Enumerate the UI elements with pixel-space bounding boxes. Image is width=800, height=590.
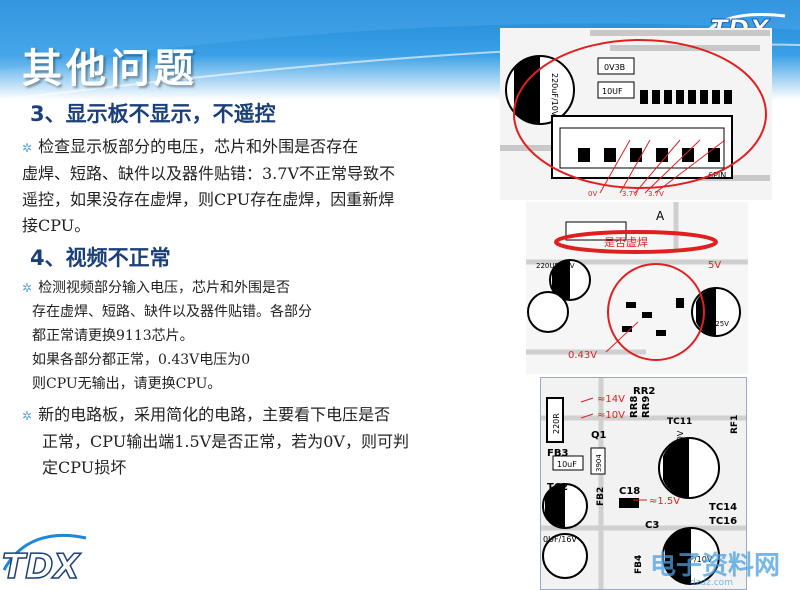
top-voltage-0: 0V xyxy=(588,190,597,198)
pcb-bottom-tc2: TC2 xyxy=(547,482,568,493)
top-connector-label: 6PIN xyxy=(708,171,726,180)
pcb-bottom-v15: ≈1.5V xyxy=(649,496,680,507)
pcb-bottom-tc14: TC14 xyxy=(709,502,737,513)
bullet-icon: ✲ xyxy=(22,409,33,423)
top-highlight-ellipse xyxy=(513,39,767,189)
pcb-bottom-3904: 3904 xyxy=(595,454,603,472)
pcb-mid-image: A 是否虚焊 220UF/16V 10/25V 5V 0.43V xyxy=(526,202,748,374)
mid-note: 是否虚焊 xyxy=(604,235,648,249)
mid-voltage-043: 0.43V xyxy=(568,350,597,361)
section4-b2-line1: 新的电路板，采用简化的电路，主要看下电压是否 xyxy=(38,405,391,424)
pcb-bottom-tc16: TC16 xyxy=(709,516,737,527)
bullet-icon: ✲ xyxy=(22,141,33,155)
top-voltage-1: 3.7V xyxy=(622,190,638,198)
pcb-bottom-tc11: TC11 xyxy=(667,417,692,427)
connector-shape xyxy=(551,115,733,179)
pcb-bottom-v14: ≈14V xyxy=(597,394,625,405)
svg-text:TDX: TDX xyxy=(2,547,81,587)
pcb-bottom-v10: ≈10V xyxy=(597,410,625,421)
mid-letter: A xyxy=(656,209,665,223)
top-voltage-2: 3.7V xyxy=(648,190,664,198)
section3-line2: 虚焊、短路、缺件以及器件贴错：3.7V不正常导致不 xyxy=(22,164,396,183)
tdx-logo-bottom-icon: TDX xyxy=(1,533,87,588)
bullet-icon: ✲ xyxy=(22,281,33,295)
pcb-bottom-q1: Q1 xyxy=(591,430,607,441)
pcb-top-image: 220uF/10V 0V3B 10UF 6PIN 0V 3.7V 3.7V xyxy=(500,28,772,200)
pcb-bottom-c18: C18 xyxy=(619,486,640,497)
slide-title: 其他问题 xyxy=(22,46,198,92)
section4-b2-line3: 定CPU损坏 xyxy=(42,458,127,477)
pcb-bottom-rr8: RR8 xyxy=(629,396,640,418)
section3-line3: 遥控，如果没存在虚焊，则CPU存在虚焊，因重新焊 xyxy=(22,190,395,209)
pcb-bottom-image: 220R FB3 Q1 RR2 RR8 RR9 TC11 RF1 10uF 39… xyxy=(540,377,747,590)
pcb-bottom-cap1: 220uF/10V xyxy=(676,430,685,474)
mid-cap-label: 220UF/16V xyxy=(536,262,575,270)
section3-heading: 3、显示板不显示，不遥控 xyxy=(30,102,276,126)
pcb-bottom-cap2: 220uF/10V xyxy=(669,555,713,564)
section4-bullet2: ✲ 新的电路板，采用简化的电路，主要看下电压是否 正常，CPU输出端1.5V是否正… xyxy=(22,402,512,481)
watermark-url: dzdz.com xyxy=(690,578,733,588)
top-comp2: 10UF xyxy=(602,87,623,96)
section4-heading: 4、视频不正常 xyxy=(30,246,171,270)
section4-b2-line2: 正常，CPU输出端1.5V是否正常，若为0V，则可判 xyxy=(42,432,409,451)
mid-highlight-circle xyxy=(607,263,705,361)
pcb-bottom-rf1: RF1 xyxy=(730,415,740,434)
section4-b1-line2: 存在虚焊、短路、缺件以及器件贴错。各部分 xyxy=(32,304,312,320)
watermark-text: 电子资料网 xyxy=(650,551,781,581)
top-cap-label: 220uF/10V xyxy=(550,73,559,117)
mid-cap-label2: 10/25V xyxy=(704,320,729,328)
pcb-bottom-10uf: 10uF xyxy=(557,460,577,469)
pcb-bottom-rr2: RR2 xyxy=(633,386,655,397)
section3-body: ✲ 检查显示板部分的电压，芯片和外围是否存在 虚焊、短路、缺件以及器件贴错：3.7… xyxy=(22,134,502,239)
section4-b1-line4: 如果各部分都正常，0.43V电压为0 xyxy=(32,352,251,368)
top-comp1: 0V3B xyxy=(604,63,625,72)
mid-voltage-5v: 5V xyxy=(708,260,721,271)
pcb-bottom-fb3: FB3 xyxy=(547,448,568,459)
section4-bullet1: ✲ 检测视频部分输入电压，芯片和外围是否 存在虚焊、短路、缺件以及器件贴错。各部分… xyxy=(22,276,502,396)
mid-highlight-ellipse xyxy=(554,230,718,254)
pcb-bottom-fb2: FB2 xyxy=(596,487,606,506)
pcb-bottom-fb4: FB4 xyxy=(634,555,644,574)
section3-line1: 检查显示板部分的电压，芯片和外围是否存在 xyxy=(38,137,359,156)
section4-b1-line1: 检测视频部分输入电压，芯片和外围是否 xyxy=(38,280,291,296)
section4-b1-line5: 则CPU无输出，请更换CPU。 xyxy=(32,376,222,392)
section4-b1-line3: 都正常请更换9113芯片。 xyxy=(32,328,194,344)
pcb-bottom-c3: C3 xyxy=(645,520,659,531)
section3-line4: 接CPU。 xyxy=(22,216,91,235)
pcb-bottom-cap3: 0UF/16V xyxy=(543,535,577,544)
pcb-bottom-rr9: RR9 xyxy=(641,396,652,418)
pcb-bottom-220r: 220R xyxy=(552,413,561,434)
